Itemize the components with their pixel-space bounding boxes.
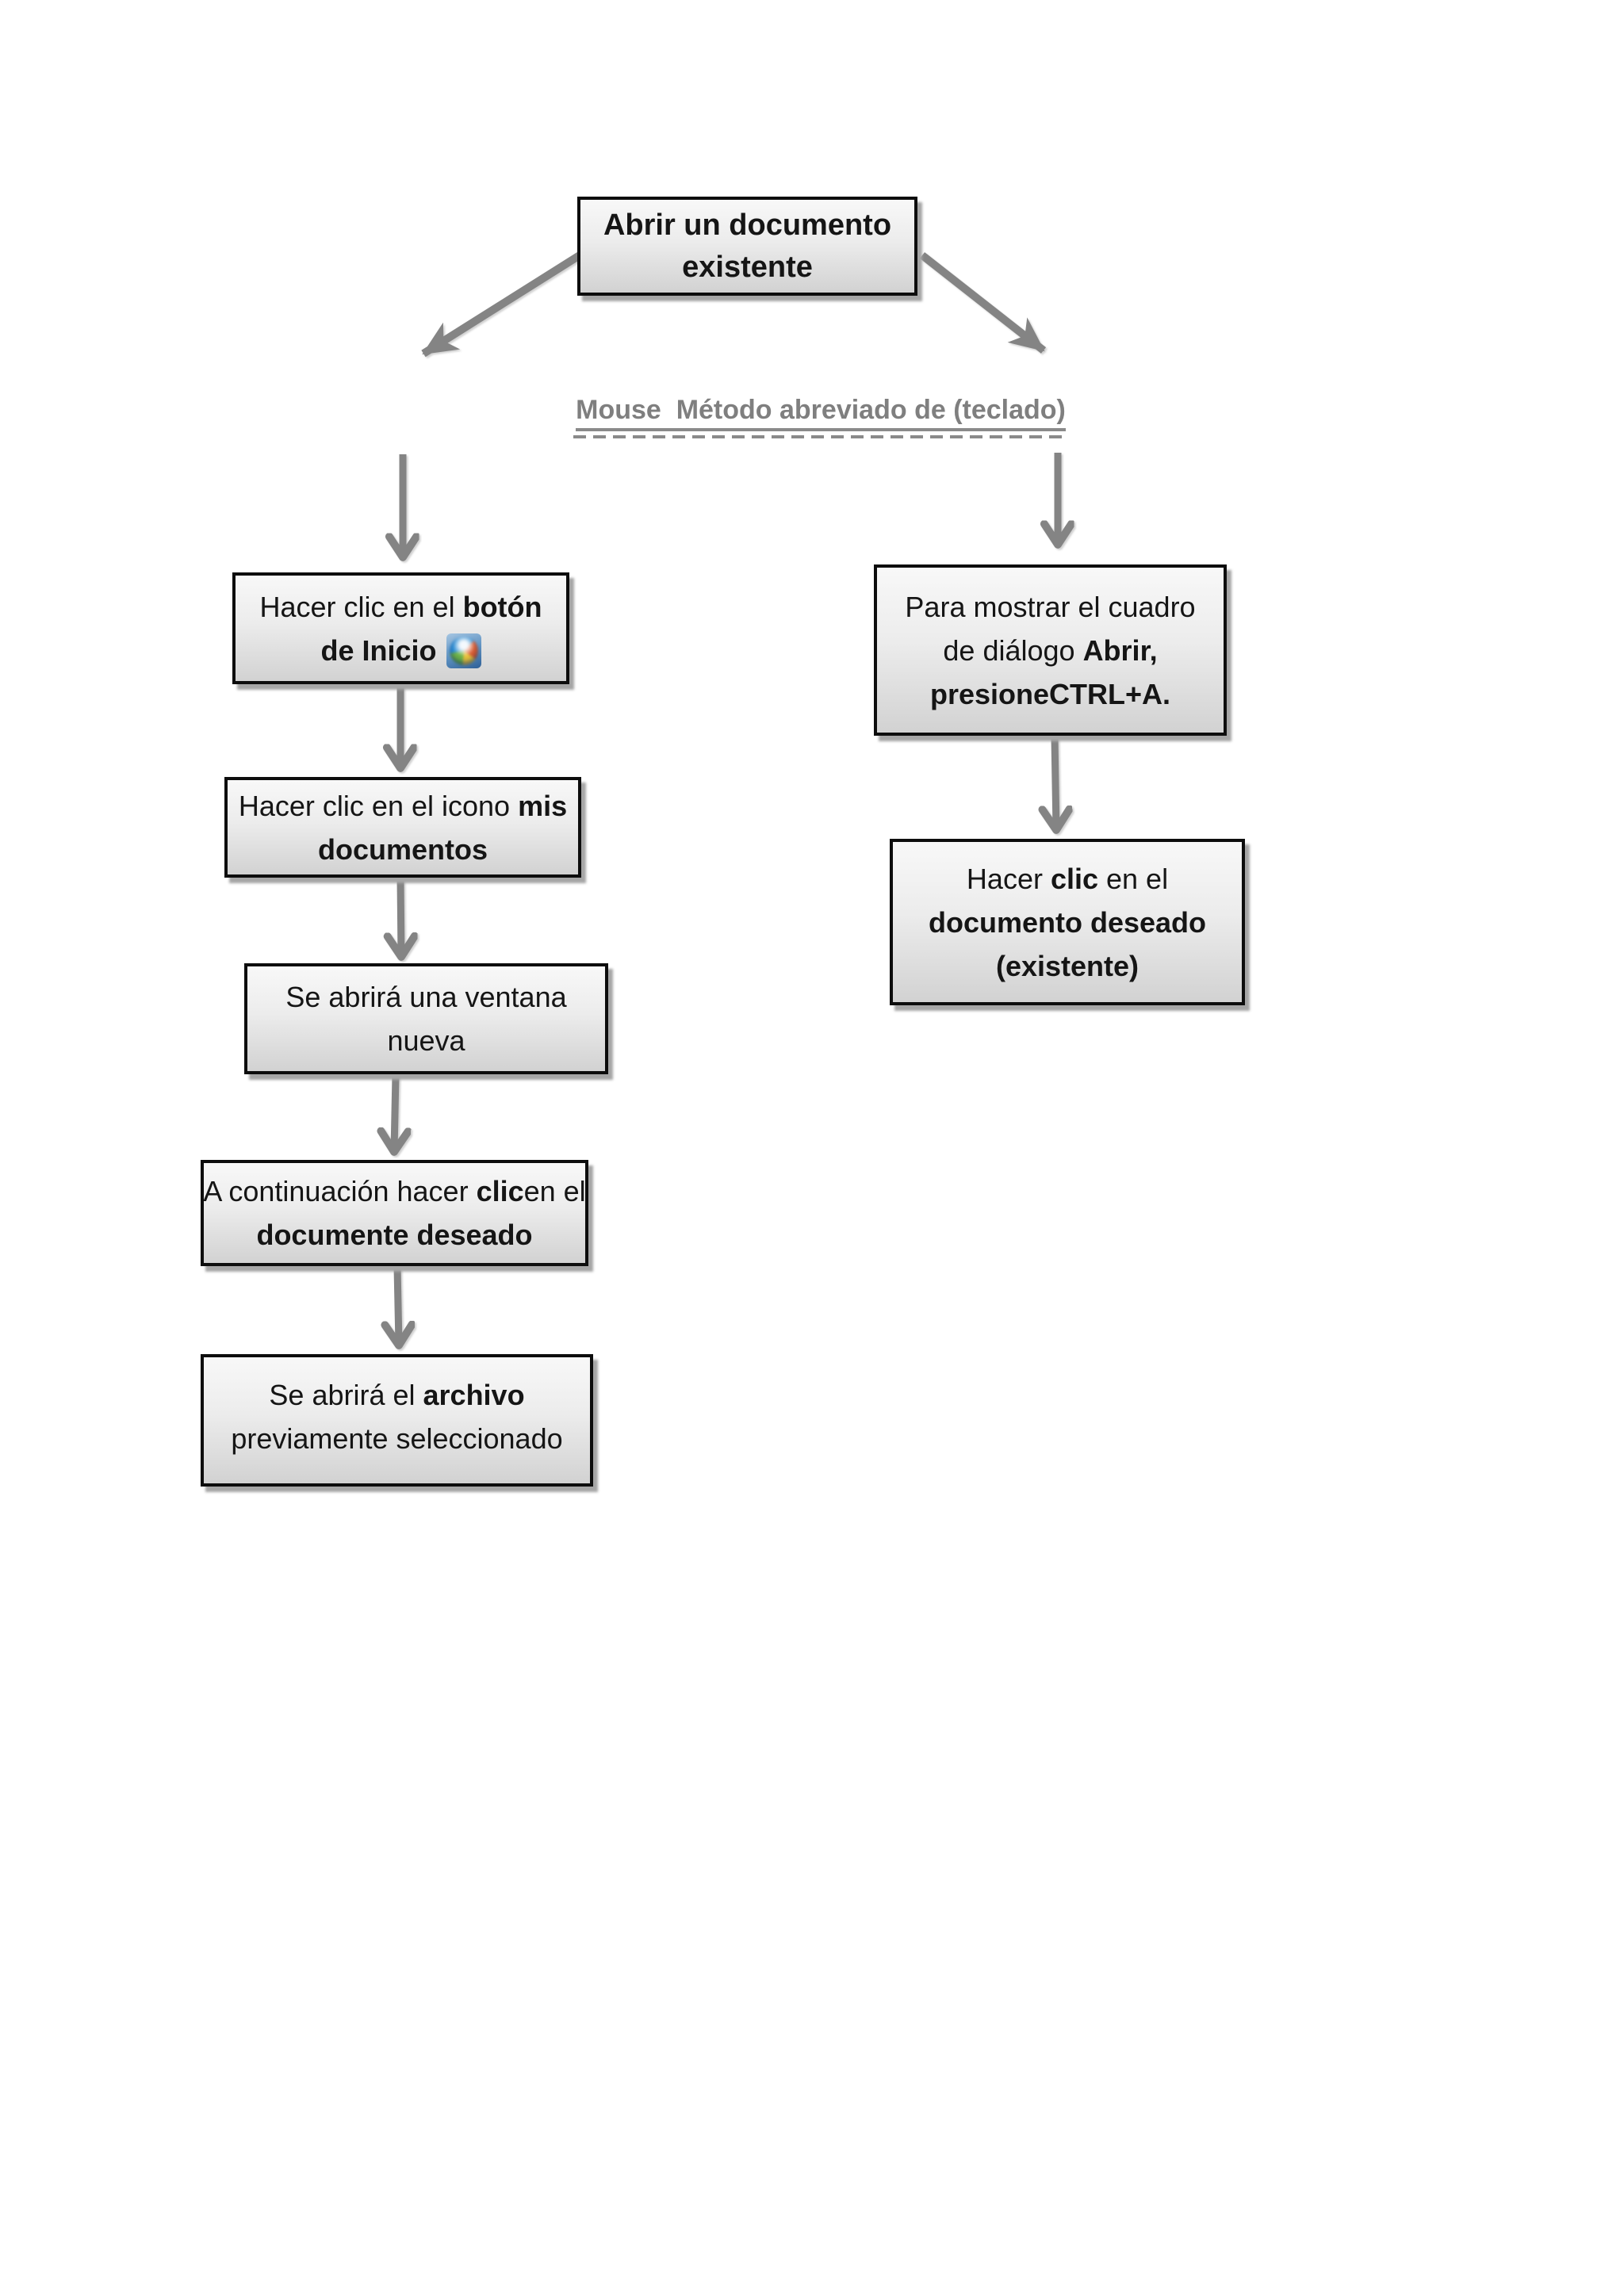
text-segment: Para mostrar el cuadro — [905, 590, 1196, 623]
text-segment: Hacer clic en el icono — [238, 789, 519, 822]
flow-box-mouse-step4: A continuación hacer clicen el documente… — [201, 1160, 588, 1266]
box-text-line: Hacer clic en el — [967, 857, 1168, 901]
text-segment: Hacer clic en el — [259, 590, 463, 623]
box-text-line: (existente) — [996, 944, 1139, 988]
text-segment: Abrir un documento — [603, 208, 892, 242]
text-segment-bold: documento deseado — [928, 905, 1207, 939]
box-text-line: previamente seleccionado — [231, 1417, 562, 1460]
text-segment: Hacer — [966, 862, 1051, 895]
windows-orb — [449, 636, 478, 665]
text-segment: nueva — [387, 1024, 465, 1057]
text-segment: previamente seleccionado — [231, 1422, 563, 1455]
text-segment-bold: Abrir, — [1082, 633, 1158, 667]
text-segment: de diálogo — [943, 633, 1083, 667]
box-text-line: Hacer clic en el botón — [259, 585, 542, 629]
box-text-line: de Inicio — [320, 629, 481, 672]
text-segment-bold: documente deseado — [256, 1219, 533, 1251]
text-segment: en el — [523, 1175, 586, 1207]
text-segment: en el — [1098, 862, 1169, 895]
branch-heading-text: Mouse Método abreviado de (teclado) — [573, 395, 1068, 438]
title-line-2: existente — [682, 247, 813, 289]
box-text-line: Se abrirá el archivo — [269, 1373, 524, 1417]
text-segment-bold: documentos — [317, 832, 488, 866]
flow-box-mouse-step2: Hacer clic en el icono mis documentos — [224, 777, 581, 878]
text-segment-bold: clic — [476, 1175, 524, 1207]
flow-box-title: Abrir un documento existente — [577, 197, 917, 296]
text-segment-bold: de Inicio — [320, 633, 437, 667]
flow-box-mouse-step1: Hacer clic en el botón de Inicio — [232, 572, 569, 684]
text-segment-bold: presioneCTRL+A. — [929, 677, 1171, 710]
box-text-line: Hacer clic en el icono mis — [239, 784, 567, 828]
windows-start-icon — [446, 633, 481, 668]
arrow-mouse-step2-to-step3 — [400, 878, 401, 956]
arrow-keyboard-step1-to-step2 — [1055, 737, 1056, 829]
box-text-line: Se abrirá una ventana — [285, 975, 566, 1019]
flow-box-keyboard-step2: Hacer clic en el documento deseado (exis… — [890, 839, 1245, 1005]
box-text-line: A continuación hacer clicen el — [203, 1169, 585, 1213]
box-text-line: presioneCTRL+A. — [930, 672, 1170, 716]
flow-box-keyboard-step1: Para mostrar el cuadro de diálogo Abrir,… — [874, 564, 1227, 736]
text-segment: A continuación hacer — [203, 1175, 477, 1207]
text-segment-bold: clic — [1050, 862, 1098, 895]
box-text-line: documentos — [318, 828, 488, 871]
box-text-line: de diálogo Abrir, — [943, 629, 1157, 672]
arrow-title-to-mouse-branch — [421, 251, 582, 358]
box-text-line: Para mostrar el cuadro — [905, 585, 1195, 629]
arrow-mouse-step3-to-step4 — [394, 1074, 396, 1151]
text-segment-bold: (existente) — [995, 949, 1139, 982]
text-segment: Se abrirá el — [269, 1379, 423, 1411]
text-segment: existente — [682, 250, 813, 284]
text-segment-bold: botón — [462, 590, 542, 623]
text-segment: Se abrirá una ventana — [285, 981, 567, 1013]
flow-box-mouse-step3: Se abrirá una ventana nueva — [244, 963, 608, 1074]
flow-box-mouse-step5: Se abrirá el archivo previamente selecci… — [201, 1354, 593, 1487]
text-segment-bold: archivo — [423, 1379, 525, 1411]
box-text-line: documento deseado — [929, 901, 1206, 944]
box-text-line: documente deseado — [256, 1213, 532, 1257]
arrow-mouse-step4-to-step5 — [397, 1266, 399, 1345]
text-segment-bold: mis — [518, 789, 568, 822]
arrow-title-to-keyboard-branch — [919, 252, 1047, 354]
box-text-line: nueva — [387, 1019, 465, 1062]
title-line-1: Abrir un documento — [603, 205, 891, 247]
branch-heading: Mouse Método abreviado de (teclado) — [420, 395, 1221, 438]
